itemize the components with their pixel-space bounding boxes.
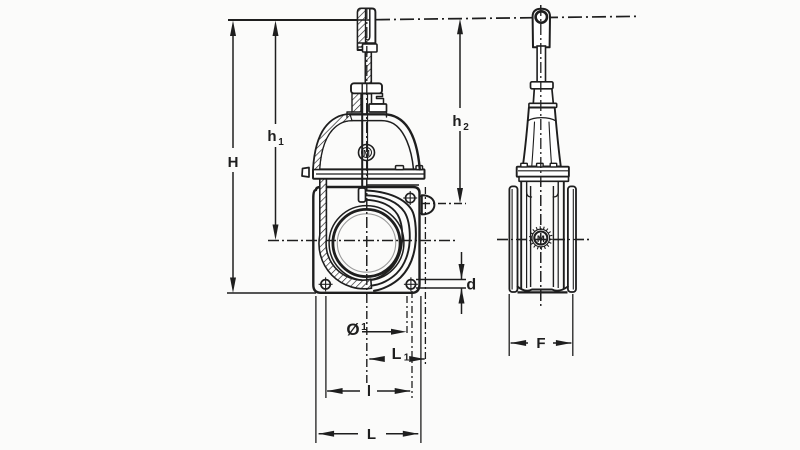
svg-text:2: 2 (463, 122, 469, 133)
svg-text:h: h (267, 128, 276, 145)
svg-text:d: d (466, 276, 476, 293)
svg-text:h: h (452, 113, 461, 130)
svg-text:F: F (536, 335, 545, 352)
svg-text:1: 1 (404, 353, 410, 364)
svg-text:L: L (367, 426, 376, 443)
svg-text:1: 1 (361, 321, 367, 333)
svg-text:L: L (392, 346, 402, 363)
svg-text:H: H (228, 154, 239, 171)
svg-text:l: l (367, 383, 371, 400)
svg-text:1: 1 (278, 137, 284, 148)
svg-text:M: M (363, 149, 370, 158)
svg-text:Ø: Ø (346, 320, 359, 339)
